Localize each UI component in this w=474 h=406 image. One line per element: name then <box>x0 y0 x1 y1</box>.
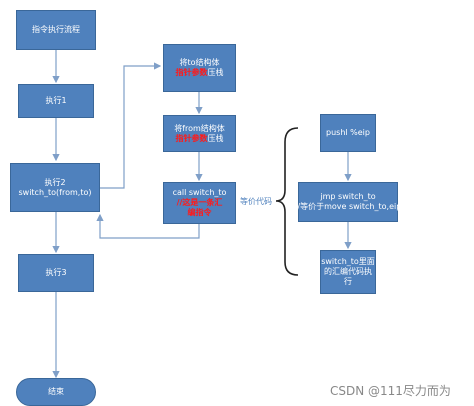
node-pushl: pushl %eip <box>320 114 376 152</box>
node-exec1: 执行1 <box>18 84 94 118</box>
node-push-to-line1: 将to结构体 <box>179 58 220 67</box>
node-jmp: jmp switch_to //等价于move switch_to,eip <box>295 182 401 222</box>
node-end: 结束 <box>16 378 96 406</box>
node-jmp-line2: //等价于move switch_to,eip <box>294 202 402 211</box>
node-exec1-text: 执行1 <box>45 96 67 105</box>
node-push-to-red-b: 针参数 <box>183 68 208 77</box>
node-jmp-line1: jmp switch_to <box>320 192 376 201</box>
node-asm-line3: 行 <box>344 277 352 286</box>
watermark: CSDN @111尽力而为 <box>330 384 451 398</box>
node-asm-line1: switch_to里面 <box>321 257 375 266</box>
node-exec3: 执行3 <box>18 254 94 292</box>
node-exec3-text: 执行3 <box>45 268 67 277</box>
node-exec2-line1: 执行2 <box>44 177 66 187</box>
node-push-to: 将to结构体 指针参数压栈 <box>163 44 236 92</box>
node-exec2: 执行2 switch_to(from,to) <box>10 163 100 212</box>
node-call-line2: //这是一条汇 <box>176 198 223 207</box>
arrow-exec2-to-push-to <box>100 62 162 189</box>
node-push-from-line1: 将from结构体 <box>174 123 225 133</box>
node-start-text: 指令执行流程 <box>32 25 80 34</box>
node-push-from-line2: 指针参数压栈 <box>176 134 224 144</box>
brace <box>275 127 299 276</box>
node-exec2-line2: switch_to(from,to) <box>18 187 92 197</box>
node-call-line3: 编指令 <box>187 208 212 217</box>
node-asm: switch_to里面 的汇编代码执 行 <box>320 250 376 294</box>
node-push-to-red-a: 指 <box>175 68 184 77</box>
node-start: 指令执行流程 <box>16 10 96 50</box>
node-push-to-tail: 压栈 <box>207 68 224 77</box>
node-end-text: 结束 <box>48 387 64 396</box>
equiv-code-label: 等价代码 <box>240 197 272 206</box>
node-push-from: 将from结构体 指针参数压栈 <box>163 115 236 152</box>
node-pushl-text: pushl %eip <box>326 128 370 137</box>
node-push-to-line2: 指针参数压栈 <box>176 68 224 78</box>
node-push-from-red: 指针参数 <box>175 133 208 143</box>
arrow-call-return-to-exec2 <box>96 213 200 239</box>
node-push-from-tail: 压栈 <box>207 133 224 143</box>
node-call: call switch_to //这是一条汇 编指令 <box>163 182 236 224</box>
node-asm-line2: 的汇编代码执 <box>324 267 372 276</box>
node-call-line1: call switch_to <box>172 188 227 197</box>
